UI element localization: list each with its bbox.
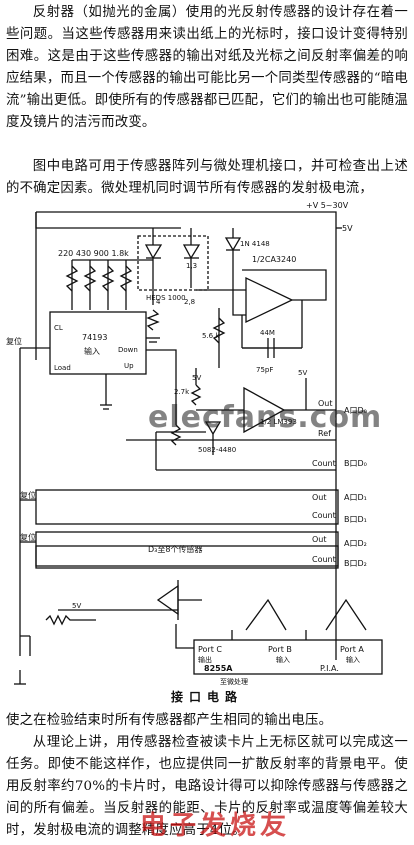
label-in-short: 输入 [276, 655, 290, 664]
label-5-6k: 5.6 k [202, 332, 220, 340]
label-out: Out [318, 399, 333, 408]
label-mid-block: D₃至8个传感器 [148, 544, 202, 554]
label-opamp2: 1/2 LM393 [260, 418, 297, 426]
paragraph-theory: 从理论上讲，用传感器检查被读卡片上无标区就可以完成这一任务。即使不能这样作，也应… [6, 735, 408, 838]
label-out-short: 输出 [198, 655, 212, 664]
label-out-3: Out [312, 535, 327, 544]
label-vcc: +V 5~30V [306, 201, 349, 210]
label-b0: B口D₀ [344, 459, 367, 468]
label-pia: P.I.A. [320, 664, 339, 673]
label-count-3: Count [312, 555, 336, 564]
label-5v-right: 5V [342, 224, 353, 233]
label-1n4148: 1N 4148 [240, 240, 270, 248]
label-counter-in: 输入 [84, 346, 100, 356]
label-pins-13: 1,3 [186, 262, 197, 270]
label-reset-2: 复位 [20, 490, 36, 500]
label-led: 5082-4480 [198, 446, 236, 454]
label-clr: CL [54, 324, 63, 332]
paragraph-intro: 反射器（如抛光的金属）使用的光反射传感器的设计存在着一些问题。当这些传感器用来读… [6, 5, 408, 130]
label-5v-c: 5V [72, 602, 81, 610]
label-pins-28: 2,8 [184, 298, 195, 306]
paragraph-circuit-description: 图中电路可用于传感器阵列与微处理机接口，并可检查出上述的不确定因素。微处理机同时… [6, 159, 408, 196]
label-counter-74193: 74193 [82, 333, 107, 342]
label-b2: B口D₂ [344, 559, 367, 568]
label-port-a: Port A [340, 645, 364, 654]
label-up: Up [124, 362, 134, 370]
label-8255a: 8255A [204, 664, 233, 673]
label-reset-1: 复位 [6, 336, 22, 346]
label-5v-b: 5V [298, 369, 307, 377]
label-resistor-row: 220 430 900 1.8k [58, 249, 129, 258]
label-out-2: Out [312, 493, 327, 502]
label-opamp1: 1/2CA3240 [252, 255, 296, 264]
label-in2-short: 输入 [346, 655, 360, 664]
label-load: Load [54, 364, 71, 372]
label-heds: HEDS 1000 [146, 294, 186, 302]
figure-caption: 接口电路 [170, 690, 243, 704]
label-port-b: Port B [268, 645, 292, 654]
label-a0: A口D₀ [344, 406, 367, 415]
paragraph-continuation: 使之在检验结束时所有传感器都产生相同的输出电压。 [6, 713, 333, 728]
label-reset-3: 复位 [20, 532, 36, 542]
label-count: Count [312, 459, 336, 468]
watermark-site: elecfans.com [148, 400, 383, 435]
label-a1: A口D₁ [344, 493, 367, 502]
label-ref: Ref [318, 429, 331, 438]
label-a2: A口D₂ [344, 539, 367, 548]
label-2-7k: 2.7k [174, 388, 190, 396]
label-down: Down [118, 346, 138, 354]
label-count-2: Count [312, 511, 336, 520]
label-5v-a: 5V [192, 374, 201, 382]
label-port-c: Port C [198, 645, 222, 654]
label-44m: 44M [260, 329, 275, 337]
label-pin-4: 4 [156, 298, 161, 306]
label-b1: B口D₁ [344, 515, 367, 524]
label-75pf: 75pF [256, 366, 273, 374]
label-bus: 至微处理 [220, 677, 248, 686]
interface-circuit-figure: +V 5~30V 5V HEDS 1000 1N 4148 1/2CA3240 … [6, 201, 383, 686]
watermark-cn: 电子发烧友 [140, 811, 291, 841]
